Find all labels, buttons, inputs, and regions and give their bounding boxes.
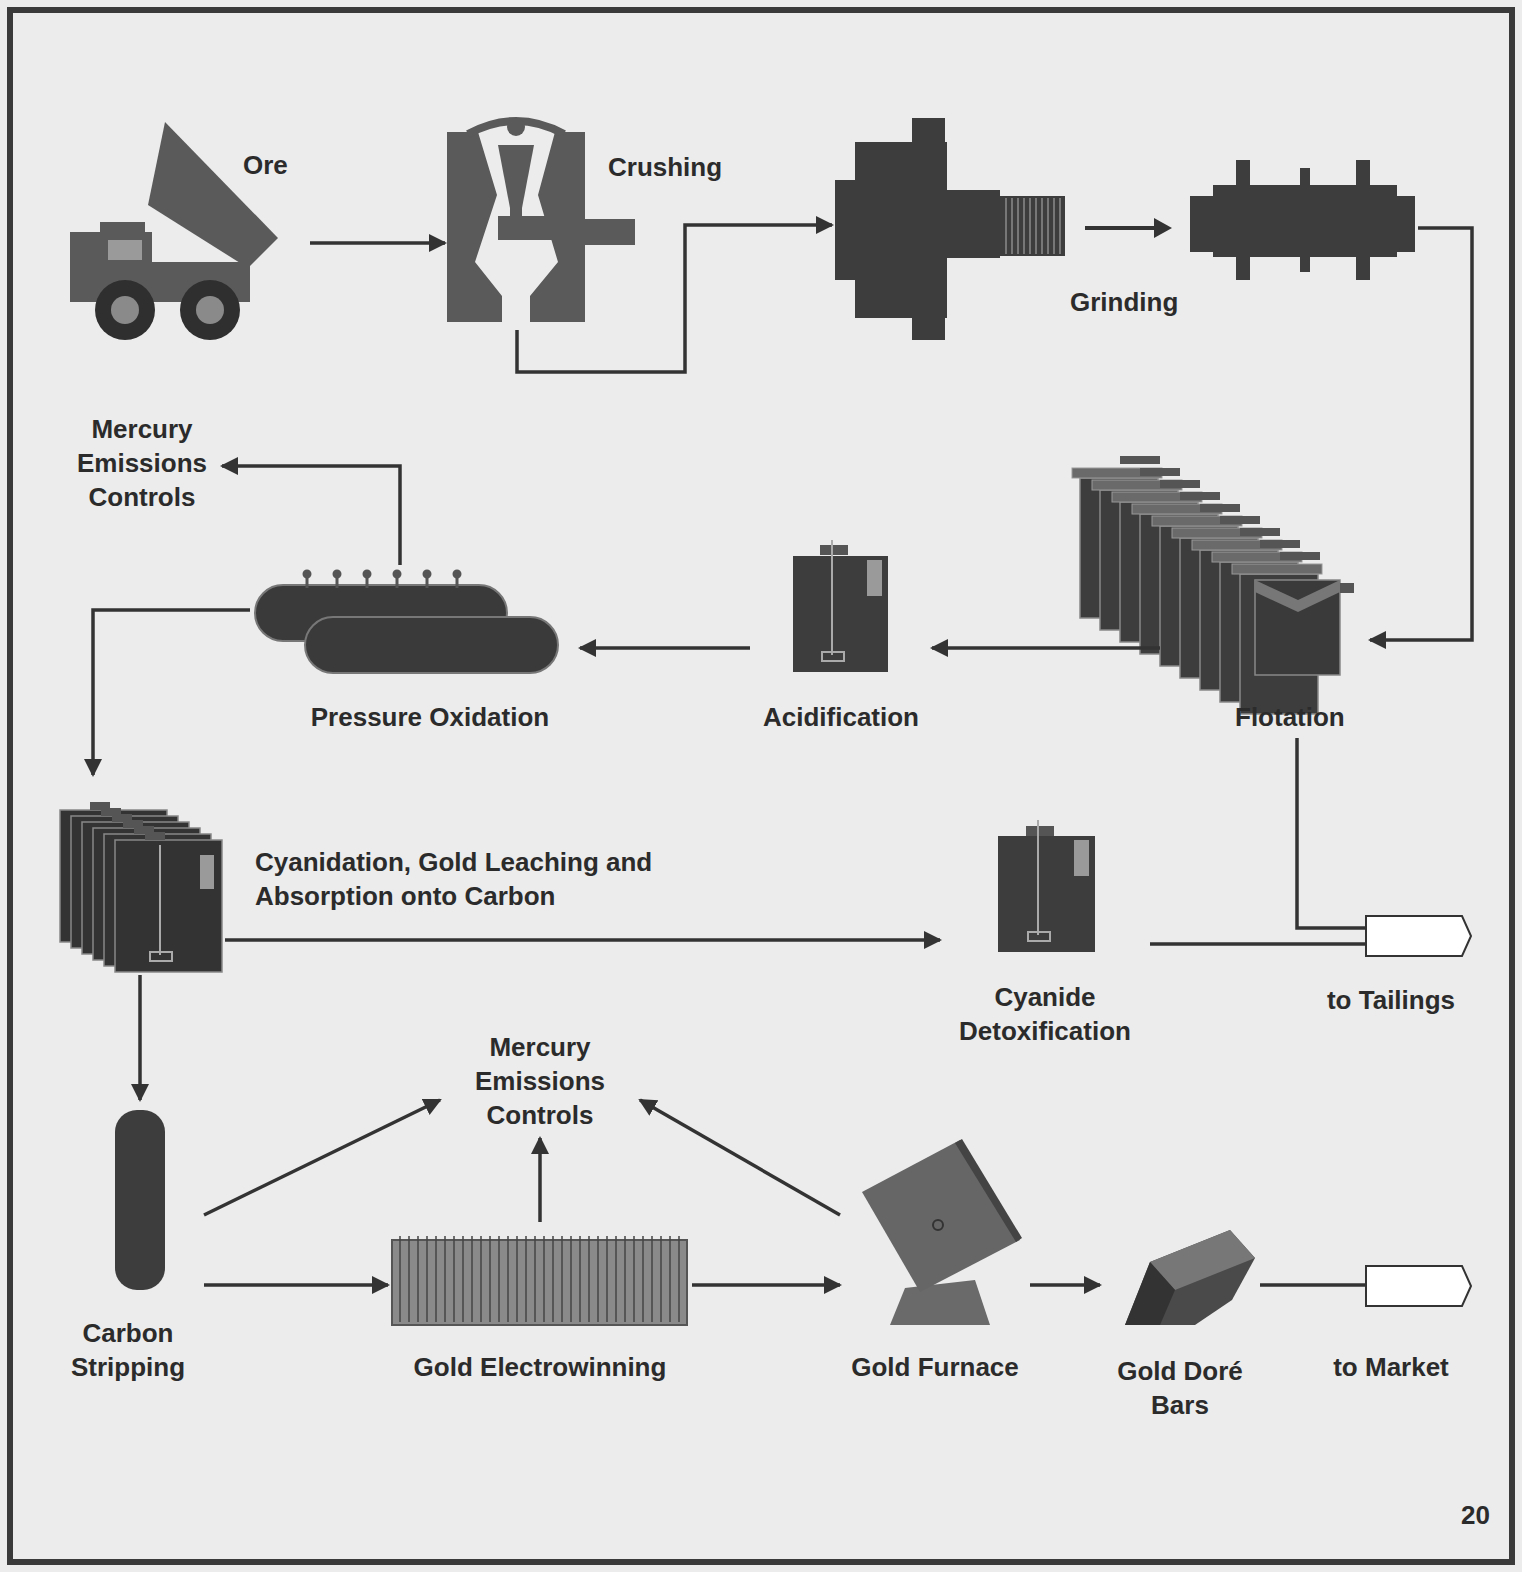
- leach-tanks: [60, 802, 222, 972]
- process-step: Pressure Oxidation: [250, 565, 580, 738]
- step-label: Gold Furnace: [832, 1350, 1038, 1384]
- step-label: Mercury Emissions Controls: [460, 1030, 620, 1132]
- agitated-tank: [793, 540, 888, 672]
- flow-arrow: [222, 466, 400, 565]
- step-label: Acidification: [750, 700, 932, 734]
- process-step: Mercury Emissions Controls: [440, 1028, 640, 1138]
- step-label: Mercury Emissions Controls: [62, 412, 222, 514]
- flow-arrow: [538, 1138, 542, 1222]
- detox-tank: [998, 820, 1095, 952]
- output-tag: to Tailings: [1365, 915, 1472, 957]
- dore-bar: [1125, 1230, 1255, 1325]
- process-step: Cyanide Detoxification: [940, 815, 1150, 1050]
- tag-shape: [1365, 1265, 1472, 1307]
- stripping-column: [115, 1110, 165, 1290]
- step-label: Cyanide Detoxification: [940, 980, 1150, 1048]
- step-label: Carbon Stripping: [50, 1316, 206, 1384]
- process-step: Carbon Stripping: [52, 1100, 204, 1388]
- gold-furnace: [862, 1139, 1022, 1325]
- page-number: 20: [1420, 1498, 1490, 1532]
- tag-shape: [1365, 915, 1472, 957]
- grinding-mill: [835, 118, 1415, 340]
- flow-arrow: [93, 610, 250, 775]
- process-step: Mercury Emissions Controls: [62, 410, 222, 520]
- process-step: Ore: [65, 115, 310, 345]
- flow-arrow: [225, 938, 940, 942]
- flow-arrow: [310, 241, 445, 245]
- process-step: Flotation: [1160, 440, 1370, 738]
- flow-arrow: [640, 1100, 840, 1215]
- step-label: Ore: [243, 148, 323, 182]
- step-label: Crushing: [608, 150, 743, 184]
- flow-arrow: [1297, 738, 1365, 928]
- step-label: Grinding: [1070, 285, 1210, 319]
- flow-arrow: [204, 1100, 440, 1215]
- flotation-cells: [1072, 456, 1354, 714]
- flow-arrow: [580, 646, 750, 650]
- flow-arrow: [517, 225, 832, 372]
- step-label: Gold Doré Bars: [1100, 1354, 1260, 1422]
- jaw-crusher: [447, 118, 635, 322]
- step-label: Pressure Oxidation: [280, 700, 580, 734]
- flow-arrow: [1260, 1283, 1365, 1287]
- step-label: Cyanidation, Gold Leaching and Absorptio…: [255, 845, 665, 913]
- flow-arrow: [1030, 1283, 1100, 1287]
- process-step: Crushing: [445, 115, 745, 330]
- process-step: Gold Electrowinning: [388, 1222, 692, 1388]
- flow-arrow: [932, 646, 1160, 650]
- process-step: Cyanidation, Gold Leaching and Absorptio…: [55, 775, 225, 975]
- process-step: Grinding: [832, 115, 1418, 340]
- process-step: Gold Doré Bars: [1100, 1225, 1260, 1420]
- flow-arrow: [204, 1283, 388, 1287]
- output-tag: to Market: [1365, 1265, 1472, 1307]
- step-label: Flotation: [1235, 700, 1370, 734]
- flow-arrow: [1150, 942, 1365, 946]
- flow-arrow: [1370, 228, 1472, 640]
- process-step: Acidification: [750, 535, 932, 738]
- process-step: Gold Furnace: [840, 1140, 1030, 1388]
- flow-arrow: [138, 975, 142, 1100]
- step-label: to Market: [1310, 1350, 1472, 1384]
- step-label: Gold Electrowinning: [388, 1350, 692, 1384]
- autoclave: [255, 585, 558, 673]
- flow-arrow: [692, 1283, 840, 1287]
- step-label: to Tailings: [1310, 983, 1472, 1017]
